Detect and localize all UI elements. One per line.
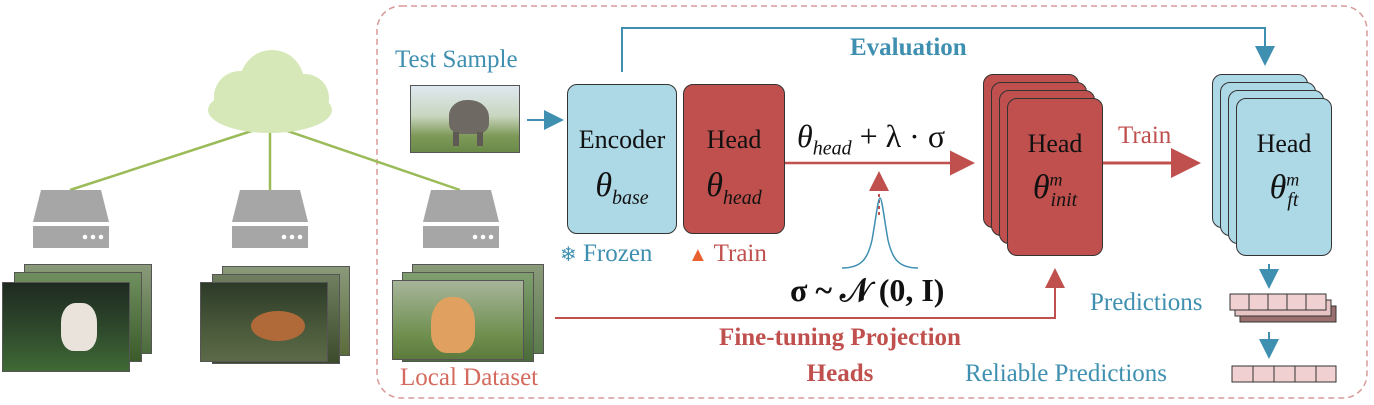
pipeline-container xyxy=(376,5,1368,399)
gaussian-curve xyxy=(841,197,919,269)
encoder-label: Encoder xyxy=(578,125,666,154)
finetuned-head-box: Head θmft xyxy=(1236,98,1332,256)
gaussian-formula: σ ~ 𝒩 (0, I) xyxy=(790,272,945,308)
cloud-icon xyxy=(208,50,332,133)
theta-base: θbase xyxy=(595,167,649,209)
head-box: Head θhead xyxy=(683,84,785,234)
train-indicator: ▲ Train xyxy=(688,240,767,267)
evaluation-label: Evaluation xyxy=(850,34,967,61)
evaluation-arrow xyxy=(621,27,1275,72)
theta-ft: θmft xyxy=(1269,169,1300,211)
network-lines xyxy=(69,123,461,192)
theta-init: θminit xyxy=(1032,169,1078,211)
test-sample-image xyxy=(410,85,520,153)
reliable-predictions-bar xyxy=(1231,365,1337,383)
server-icon xyxy=(232,190,308,255)
local-dataset-arrow xyxy=(555,268,1065,319)
predictions-stack xyxy=(1229,293,1337,323)
perturbation-formula: θhead + λ · σ xyxy=(797,118,946,160)
snowflake-icon: ❄ xyxy=(560,244,577,266)
local-dataset-label: Local Dataset xyxy=(400,364,539,391)
perturbed-head-box: Head θminit xyxy=(1007,98,1103,256)
frozen-indicator: ❄ Frozen xyxy=(560,240,653,267)
train-arrow-label: Train xyxy=(1118,122,1172,149)
theta-head: θhead xyxy=(706,167,762,209)
head-label: Head xyxy=(706,125,762,154)
encoder-box: Encoder θbase xyxy=(567,84,677,234)
server-icon xyxy=(423,190,499,255)
perturbed-head-label: Head xyxy=(1027,129,1083,158)
finetuned-head-label: Head xyxy=(1256,129,1312,158)
test-sample-label: Test Sample xyxy=(395,46,518,73)
reliable-predictions-label: Reliable Predictions xyxy=(965,360,1168,387)
finetune-label: Fine-tuning Projection Heads xyxy=(719,324,961,387)
predictions-label: Predictions xyxy=(1090,289,1203,316)
fire-icon: ▲ xyxy=(688,244,708,266)
server-icon xyxy=(33,190,109,255)
